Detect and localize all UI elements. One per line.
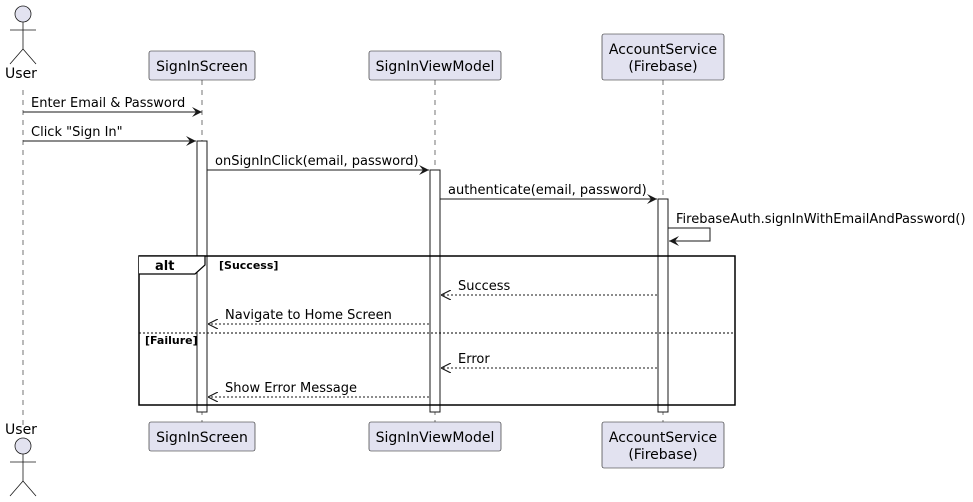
alt-keyword: alt — [155, 259, 174, 274]
alt-guard-failure: [Failure] — [145, 334, 198, 347]
message-label: Click "Sign In" — [31, 125, 123, 140]
participant-signin-viewmodel-bottom: SignInViewModel — [368, 421, 502, 452]
participant-signin-screen-bottom: SignInScreen — [148, 421, 256, 452]
message-label: Enter Email & Password — [31, 96, 185, 111]
participant-label: SignInViewModel — [376, 59, 495, 75]
message-label: FirebaseAuth.signInWithEmailAndPassword(… — [676, 212, 966, 227]
message-label: onSignInClick(email, password) — [215, 154, 419, 169]
actor-label-user-bottom: User — [5, 422, 37, 438]
actor-head-icon — [14, 437, 32, 455]
alt-fragment: alt [Success] [Failure] — [138, 255, 736, 406]
actor-user-bottom: User — [5, 422, 37, 497]
message-error-return: Error — [441, 352, 657, 368]
activation-account-service — [657, 198, 669, 413]
message-authenticate: authenticate(email, password) — [440, 183, 657, 204]
participant-label-line1: AccountService — [609, 42, 717, 58]
activation-signin-viewmodel — [429, 169, 441, 413]
message-label: Show Error Message — [225, 381, 357, 396]
actor-user-top: User — [5, 5, 37, 82]
message-label: authenticate(email, password) — [448, 183, 647, 198]
actor-label-user-top: User — [5, 66, 37, 82]
message-on-sign-in-click: onSignInClick(email, password) — [207, 154, 429, 175]
message-click-sign-in: Click "Sign In" — [23, 125, 196, 146]
alt-guard-success: [Success] — [219, 259, 278, 272]
participant-label: SignInViewModel — [376, 430, 495, 446]
message-firebase-self-call: FirebaseAuth.signInWithEmailAndPassword(… — [668, 212, 966, 246]
message-label: Error — [458, 352, 490, 367]
participant-label: SignInScreen — [156, 59, 248, 75]
participant-label-line1: AccountService — [609, 430, 717, 446]
participant-label-line2: (Firebase) — [628, 447, 697, 463]
message-navigate-home: Navigate to Home Screen — [208, 308, 429, 324]
activation-signin-screen — [196, 140, 208, 413]
message-success-return: Success — [441, 279, 657, 295]
message-enter-credentials: Enter Email & Password — [23, 96, 202, 117]
message-show-error: Show Error Message — [208, 381, 429, 397]
actor-head-icon — [14, 5, 32, 23]
participant-label-line2: (Firebase) — [628, 59, 697, 75]
message-label: Navigate to Home Screen — [225, 308, 392, 323]
participant-signin-viewmodel-top: SignInViewModel — [368, 50, 502, 81]
participant-account-service-bottom: AccountService (Firebase) — [601, 421, 725, 469]
participant-label: SignInScreen — [156, 430, 248, 446]
participant-signin-screen-top: SignInScreen — [148, 50, 256, 81]
message-label: Success — [458, 279, 511, 294]
participant-account-service-top: AccountService (Firebase) — [601, 33, 725, 81]
